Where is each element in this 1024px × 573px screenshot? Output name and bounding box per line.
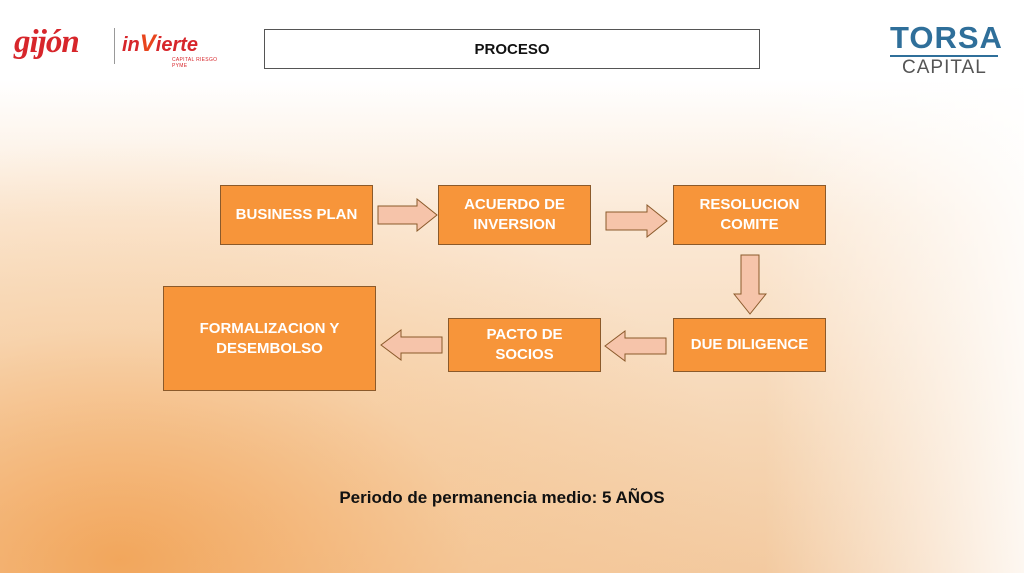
torsa-capital-logo: TORSA CAPITAL: [886, 20, 1003, 82]
page-title: PROCESO: [264, 29, 760, 69]
step-business-plan: BUSINESS PLAN: [220, 185, 373, 245]
arrow-left-icon: [604, 330, 667, 362]
step-formalizacion-desembolso: FORMALIZACION Y DESEMBOLSO: [163, 286, 376, 391]
arrow-right-icon: [605, 204, 668, 238]
gijon-logo-text: gijón: [14, 24, 80, 60]
arrow-right-icon: [377, 198, 438, 232]
step-acuerdo-inversion: ACUERDO DE INVERSION: [438, 185, 591, 245]
invierte-part-v: V: [139, 30, 156, 57]
average-holding-period: Periodo de permanencia medio: 5 AÑOS: [339, 488, 665, 507]
arrow-left-icon: [380, 329, 443, 361]
invierte-logo-text: inVierte: [122, 30, 198, 58]
step-resolucion-comite: RESOLUCION COMITE: [673, 185, 826, 245]
torsa-logo-rule: [890, 55, 998, 57]
invierte-subtitle: CAPITAL RIESGO PYME: [172, 57, 218, 69]
gijon-invierte-logo: gijón inVierte CAPITAL RIESGO PYME: [8, 22, 233, 70]
capital-logo-text: CAPITAL: [902, 57, 987, 78]
invierte-part-a: in: [122, 34, 140, 56]
logo-divider: [114, 28, 115, 64]
step-pacto-socios: PACTO DE SOCIOS: [448, 318, 601, 372]
step-due-diligence: DUE DILIGENCE: [673, 318, 826, 372]
invierte-part-b: ierte: [155, 34, 199, 56]
torsa-logo-text: TORSA: [890, 20, 1003, 55]
arrow-down-icon: [733, 254, 767, 315]
background-fade: [764, 0, 1024, 573]
